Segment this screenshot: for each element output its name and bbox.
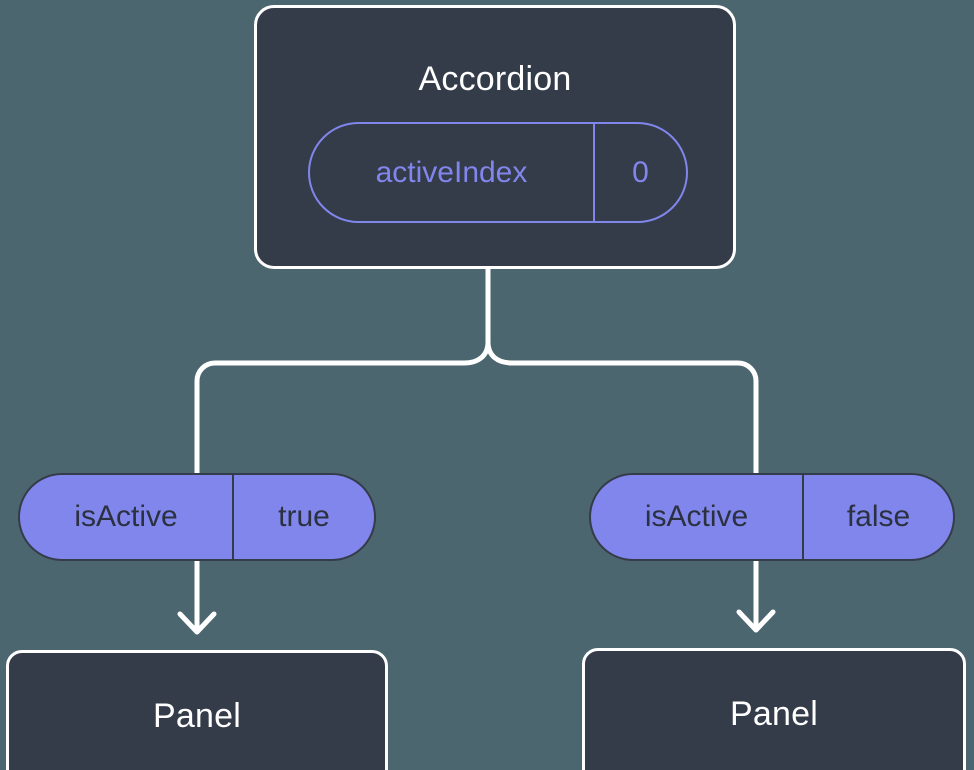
prop-pill-is-active-true[interactable]: isActive true <box>18 473 376 561</box>
prop-pill-key: isActive <box>20 475 234 559</box>
node-panel-right-label: Panel <box>730 695 818 733</box>
prop-pill-value: true <box>278 500 330 533</box>
state-badge-active-index[interactable]: activeIndex 0 <box>308 122 688 223</box>
prop-pill-is-active-false[interactable]: isActive false <box>589 473 955 561</box>
node-panel-right[interactable]: Panel <box>582 648 966 770</box>
node-accordion[interactable]: Accordion activeIndex 0 <box>254 5 736 269</box>
state-badge-key: activeIndex <box>310 124 595 221</box>
node-panel-left[interactable]: Panel <box>6 650 388 770</box>
prop-pill-key: isActive <box>591 475 804 559</box>
node-accordion-label: Accordion <box>418 60 572 98</box>
prop-pill-value: false <box>846 500 911 533</box>
node-panel-left-label: Panel <box>153 697 241 735</box>
fork-connector-path-right <box>485 339 759 476</box>
arrow-head-right-icon <box>736 609 776 633</box>
state-badge-value: 0 <box>632 155 649 189</box>
fork-connector-path <box>194 266 491 476</box>
arrow-head-left-icon <box>177 611 217 635</box>
